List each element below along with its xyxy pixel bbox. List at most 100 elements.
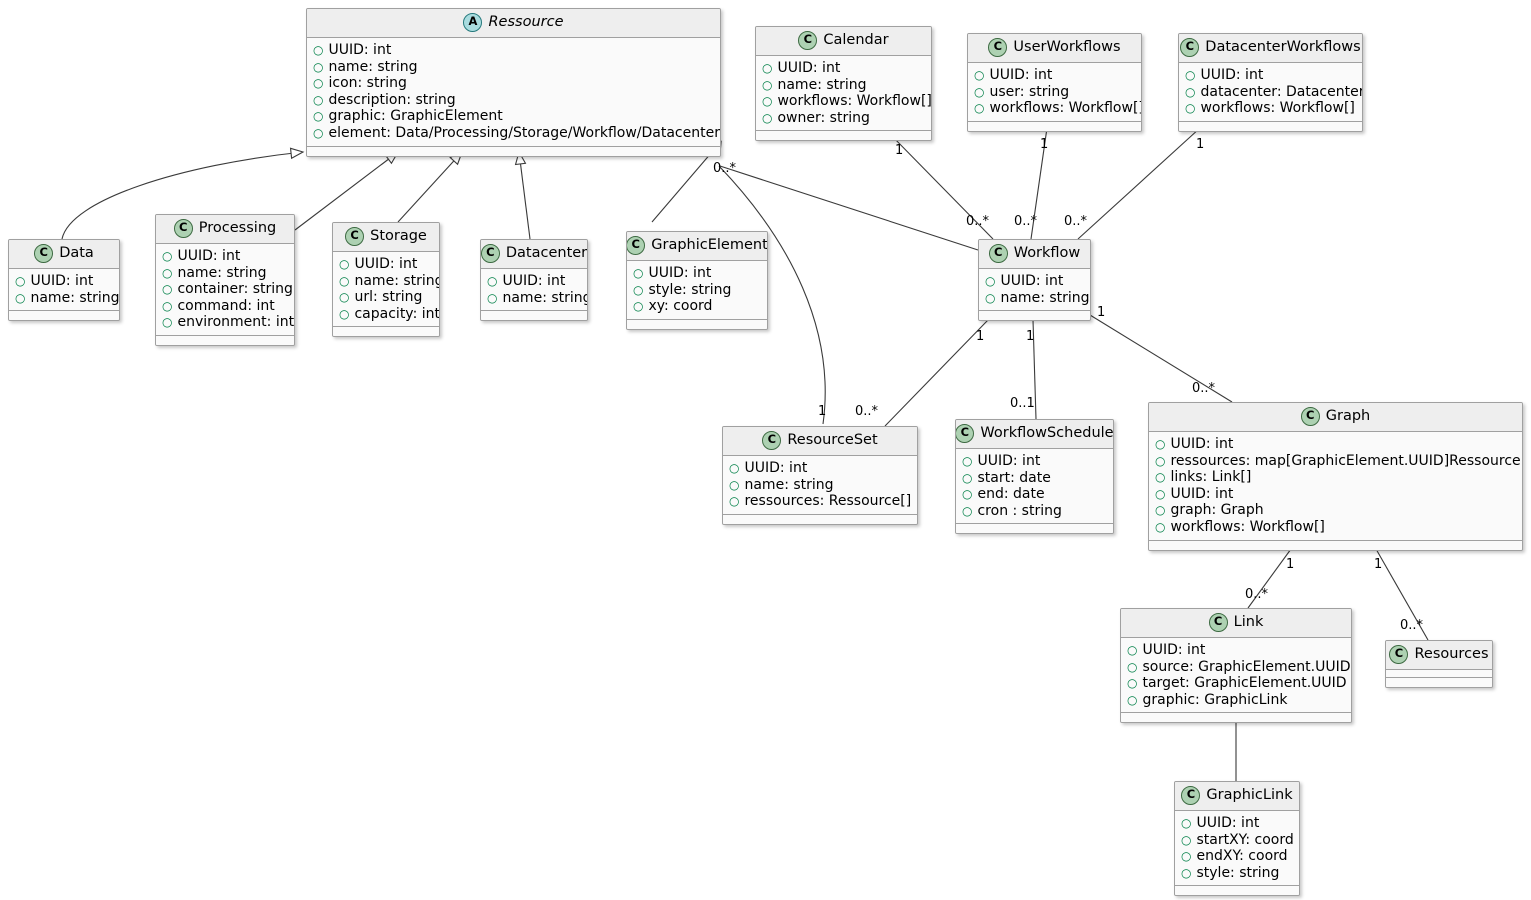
attribute-label: UUID: int [977, 453, 1041, 469]
attribute-label: graph: Graph [1170, 502, 1264, 519]
attribute-row: ○UUID: int [1185, 67, 1356, 84]
visibility-public-icon: ○ [1155, 437, 1166, 451]
attribute-row: ○container: string [162, 281, 293, 298]
class-methods-processing [156, 335, 294, 345]
attribute-label: endXY: coord [1196, 848, 1288, 865]
visibility-public-icon: ○ [487, 290, 498, 305]
visibility-public-icon: ○ [339, 290, 350, 305]
attribute-label: UUID: int [177, 248, 241, 264]
class-methods-graphiclink [1175, 886, 1299, 896]
class-name-userworkflows: UserWorkflows [1013, 39, 1121, 55]
class-name-resourceset: ResourceSet [787, 432, 878, 448]
attribute-row: ○environment: int [162, 314, 294, 331]
class-methods-graphicelement [627, 319, 767, 329]
visibility-public-icon: ○ [1127, 676, 1138, 691]
class-name-workflow: Workflow [1013, 245, 1081, 261]
attribute-row: ○ressources: map[GraphicElement.UUID]Res… [1155, 453, 1521, 470]
visibility-public-icon: ○ [633, 299, 644, 314]
attribute-row: ○UUID: int [339, 256, 433, 273]
attribute-row: ○command: int [162, 298, 288, 315]
attribute-label: url: string [354, 289, 423, 306]
visibility-public-icon: ○ [962, 503, 973, 518]
attribute-label: element: Data/Processing/Storage/Workflo… [328, 124, 720, 141]
class-name-datacenter: Datacenter [505, 245, 588, 261]
attribute-row: ○UUID: int [729, 460, 911, 477]
multiplicity-m-workflow-calendar: 0..* [966, 214, 990, 229]
attribute-label: datacenter: Datacenter [1200, 83, 1363, 100]
visibility-public-icon: ○ [1185, 101, 1196, 116]
attribute-label: icon: string [328, 75, 407, 92]
attribute-row: ○name: string [313, 59, 714, 76]
visibility-public-icon: ○ [313, 125, 324, 140]
multiplicity-m-graph-resources-1: 1 [1374, 557, 1383, 572]
attribute-row: ○style: string [1181, 865, 1293, 882]
class-badge-icon: C [345, 227, 365, 246]
edge-ressource-graphicelement [651, 140, 722, 223]
visibility-public-icon: ○ [962, 487, 973, 502]
attribute-row: ○links: Link[] [1155, 469, 1516, 486]
attribute-row: ○ element: Data/Processing/Storage/Workfl… [313, 125, 720, 142]
attribute-label: UUID: int [1170, 485, 1234, 502]
class-badge-icon: C [173, 219, 193, 238]
attribute-label: UUID: int [648, 265, 712, 281]
class-badge-icon: C [34, 244, 54, 263]
attribute-label: UUID: int [354, 256, 418, 272]
class-badge-icon: C [798, 31, 818, 50]
attribute-row: ○cron : string [962, 503, 1107, 520]
attribute-label: name: string [354, 272, 440, 289]
attribute-label: UUID: int [989, 67, 1053, 83]
class-name-storage: Storage [370, 228, 427, 244]
attribute-row: ○xy: coord [633, 298, 761, 315]
attribute-label: style: string [648, 281, 732, 298]
edge-datacenterworkflows-workflow [1077, 117, 1212, 240]
attribute-row: ○workflows: Workflow[] [762, 93, 931, 110]
attribute-row: ○UUID: int [1127, 642, 1345, 659]
class-badge-icon: C [762, 431, 782, 450]
class-methods-ressource [307, 146, 720, 156]
attribute-row: ○UUID: int [1181, 815, 1293, 832]
visibility-public-icon: ○ [313, 76, 324, 91]
attribute-label: name: string [1000, 289, 1090, 306]
class-badge-icon: C [1180, 38, 1200, 57]
multiplicity-m-schedule-01: 0..1 [1010, 396, 1035, 411]
edge-workflow-resourceset [884, 309, 999, 427]
attribute-label: name: string [777, 76, 867, 93]
attribute-label: UUID: int [1000, 273, 1064, 289]
visibility-public-icon: ○ [162, 265, 173, 280]
visibility-public-icon: ○ [633, 282, 644, 297]
attribute-label: UUID: int [502, 273, 566, 289]
attribute-row: ○UUID: int [633, 265, 761, 282]
class-methods-resourceset [723, 514, 917, 524]
multiplicity-m-graph-link-1: 1 [1286, 557, 1295, 572]
attribute-label: name: string [502, 289, 588, 306]
attribute-row: ○graphic: GraphicLink [1127, 692, 1345, 709]
multiplicity-m-resources-star: 0..* [1400, 618, 1424, 633]
attribute-row: ○UUID: int [1155, 486, 1516, 503]
class-attributes-ressource: ○UUID: int○name: string○icon: string○des… [307, 38, 720, 147]
class-attributes-workflow: ○UUID: int○name: string [979, 269, 1090, 312]
visibility-public-icon: ○ [762, 77, 773, 92]
